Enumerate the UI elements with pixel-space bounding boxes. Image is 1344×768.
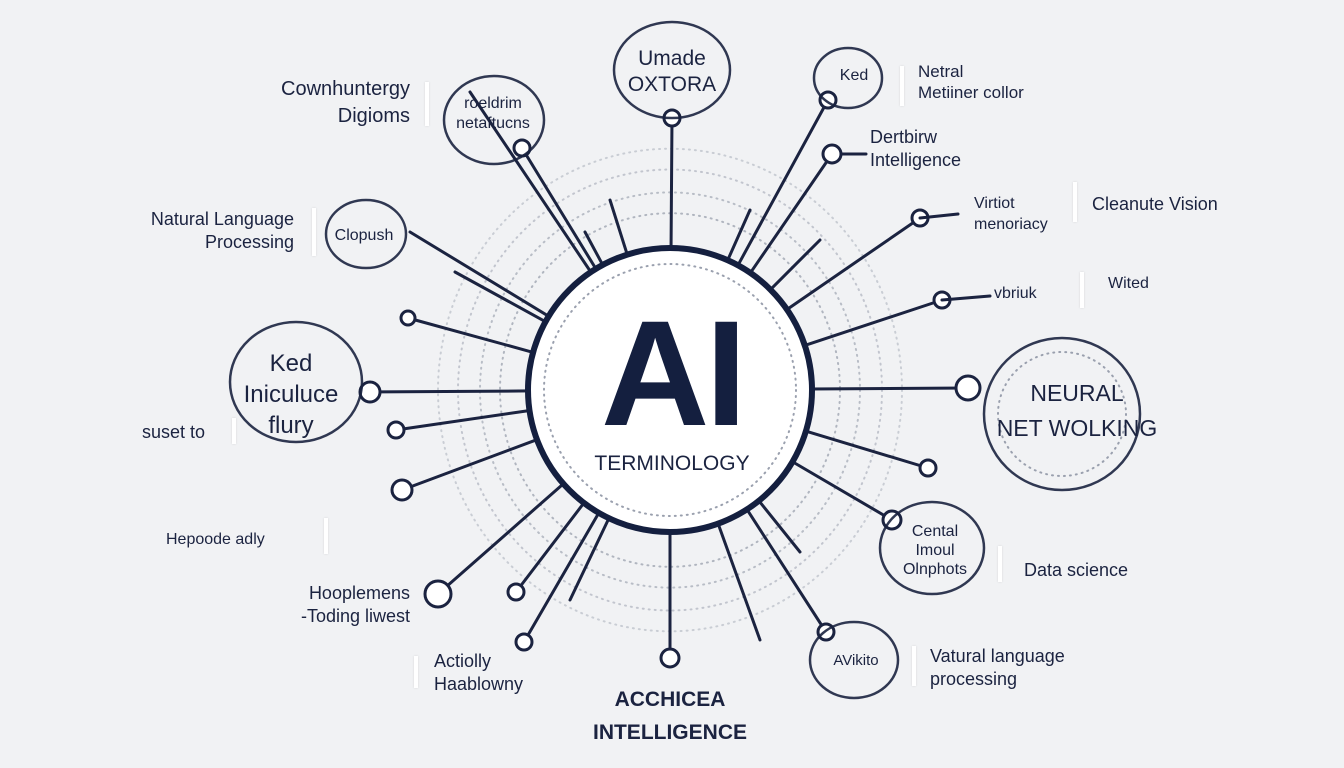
spoke-line: [568, 514, 612, 602]
label-bubble: [612, 20, 732, 120]
label-bubbles: [228, 20, 1142, 700]
label-hepoode: Hepoode adly: [166, 531, 265, 548]
label-avikito: AVikito: [833, 652, 879, 669]
label-hooplemens: Hooplemens -Toding liwest: [300, 583, 410, 626]
spoke-line: [744, 506, 828, 634]
label-virtiot: Virtiot menoriacy: [974, 195, 1048, 233]
spoke-line: [522, 509, 602, 644]
label-computer-vision: Cleanute Vision: [1092, 194, 1218, 214]
spoke-line: [400, 437, 541, 492]
spoke-line: [520, 146, 599, 273]
label-tick: [1080, 272, 1084, 308]
spoke-line: [436, 480, 567, 596]
label-bottom-title: ACCHICEA INTELLIGENCE: [592, 688, 747, 744]
label-bubble: [878, 500, 986, 596]
label-tick: [998, 546, 1002, 582]
spoke-line: [801, 298, 944, 348]
spoke-line: [747, 152, 834, 277]
center-hub-dotted-inner: [543, 263, 797, 517]
label-umade: Umade OXTORA: [627, 47, 717, 97]
spoke-line: [394, 408, 533, 432]
label-bubble: [442, 74, 546, 166]
connector-stub: [918, 212, 960, 220]
spoke-line: [368, 389, 532, 394]
spoke-line: [453, 270, 549, 325]
core-title: AI: [601, 289, 747, 457]
label-ked-top: Ked: [839, 67, 869, 84]
spoke-node: [506, 582, 526, 602]
spoke-line: [725, 208, 752, 264]
label-suset: suset to: [142, 422, 206, 442]
label-tick: [912, 646, 916, 686]
spoke-line: [802, 429, 930, 470]
label-tick: [232, 418, 236, 444]
spoke-node: [659, 647, 681, 669]
label-roeldrim: roeldrim netaftucns: [456, 95, 530, 132]
spoke-line: [669, 116, 674, 252]
label-neural: NEURAL NET WOLKING: [996, 380, 1158, 441]
spoke-node: [821, 143, 843, 165]
spoke-line: [583, 230, 606, 269]
spoke-line: [514, 499, 587, 594]
spoke-node: [514, 632, 534, 652]
label-natural-language: Natural Language Processing: [150, 209, 294, 252]
label-wited: Wited: [1108, 275, 1149, 292]
label-vbriuk: vbriuk: [994, 285, 1037, 302]
label-tick: [312, 208, 316, 256]
spoke-line: [808, 386, 970, 391]
spoke-node: [390, 478, 414, 502]
label-cownhuntergy: Cownhuntergy Digioms: [281, 78, 410, 127]
spoke-line: [406, 316, 537, 355]
dotted-inner-bubble: [997, 351, 1127, 477]
label-netral: Netral Metiiner collor: [918, 62, 1024, 103]
label-tick: [900, 66, 904, 106]
label-tick: [414, 656, 418, 688]
spoke-line: [783, 216, 922, 313]
spokes: [358, 90, 992, 669]
label-tick: [425, 82, 429, 126]
label-actiolly: Actiolly Haablowny: [434, 651, 524, 694]
spoke-node: [918, 458, 938, 478]
label-cental: Cental Imoul Olnphots: [902, 523, 968, 579]
spoke-line: [608, 198, 630, 258]
label-vatural: Vatural language processing: [930, 646, 1065, 689]
label-bubble: [228, 320, 364, 444]
spoke-line: [715, 520, 762, 642]
label-bubble: [812, 46, 884, 110]
label-bubble: [808, 620, 900, 700]
spoke-line: [468, 90, 594, 276]
spoke-line: [408, 230, 552, 319]
label-tick: [324, 518, 328, 554]
label-data-science: Data science: [1024, 560, 1129, 580]
connector-stub: [940, 294, 992, 302]
core-subtitle: TERMINOLOGY: [594, 452, 750, 475]
label-clopush: Clopush: [334, 227, 394, 244]
label-bubble: [982, 336, 1142, 492]
spoke-line: [756, 497, 802, 554]
label-tick: [1073, 182, 1077, 222]
label-dertbirw: Dertbirw Intelligence: [870, 127, 962, 170]
spoke-node: [954, 374, 982, 402]
spoke-node: [423, 579, 453, 609]
spoke-line: [767, 238, 822, 293]
spoke-node: [386, 420, 406, 440]
spoke-line: [789, 459, 894, 522]
label-bubble: [324, 198, 408, 270]
spoke-line: [735, 98, 830, 269]
label-ked-left: Ked Iniculuce flury: [243, 350, 339, 440]
center-hub: [525, 245, 815, 535]
spoke-node: [399, 309, 417, 327]
